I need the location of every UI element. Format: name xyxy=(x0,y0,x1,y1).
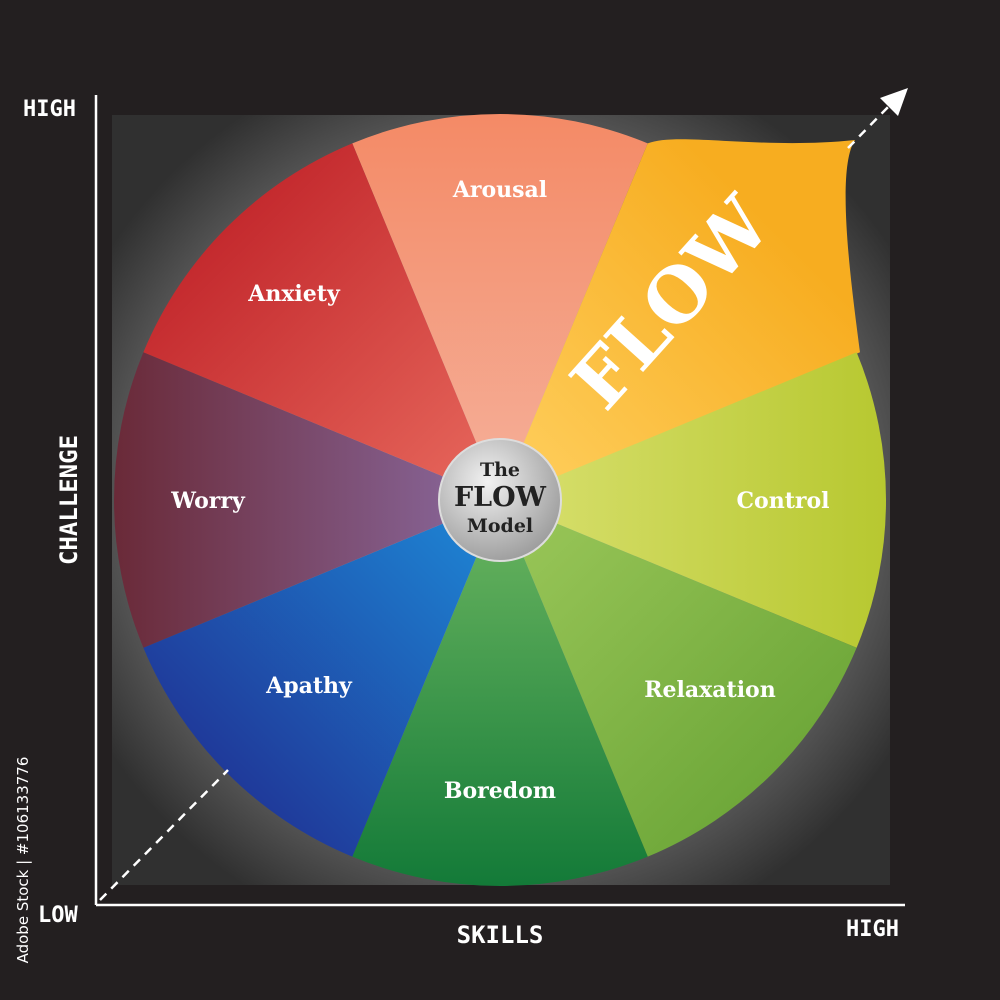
label-relaxation: Relaxation xyxy=(644,677,775,703)
center-circle xyxy=(438,438,562,562)
label-anxiety: Anxiety xyxy=(247,281,341,307)
segment-control xyxy=(500,352,886,648)
y-axis-high-label: HIGH xyxy=(23,97,76,122)
segment-apathy xyxy=(143,500,500,857)
center-hub: The FLOW Model xyxy=(438,438,562,562)
x-axis-title: SKILLS xyxy=(457,921,544,949)
segment-relaxation xyxy=(500,500,857,857)
flow-channel-arrow-lower xyxy=(99,769,229,901)
segment-flow xyxy=(500,139,860,500)
label-arousal: Arousal xyxy=(452,177,547,203)
y-axis-title: CHALLENGE xyxy=(55,435,83,565)
label-control: Control xyxy=(737,488,830,514)
label-apathy: Apathy xyxy=(265,673,353,699)
origin-low-label: LOW xyxy=(38,903,78,928)
axes xyxy=(94,88,908,907)
segment-arousal xyxy=(352,114,648,500)
flow-channel-arrow-upper xyxy=(847,102,893,149)
segment-anxiety xyxy=(143,143,500,500)
center-line-2: FLOW xyxy=(454,482,547,513)
flow-wheel xyxy=(114,114,886,886)
stock-id-text: Adobe Stock | #106133776 xyxy=(14,757,32,964)
x-axis-high-label: HIGH xyxy=(846,917,899,942)
label-worry: Worry xyxy=(170,488,246,514)
center-line-3: Model xyxy=(467,515,533,537)
segment-worry xyxy=(114,352,500,648)
arrow-head-icon xyxy=(880,88,908,116)
center-line-1: The xyxy=(480,459,520,481)
segment-boredom xyxy=(352,500,648,886)
label-boredom: Boredom xyxy=(444,778,556,804)
